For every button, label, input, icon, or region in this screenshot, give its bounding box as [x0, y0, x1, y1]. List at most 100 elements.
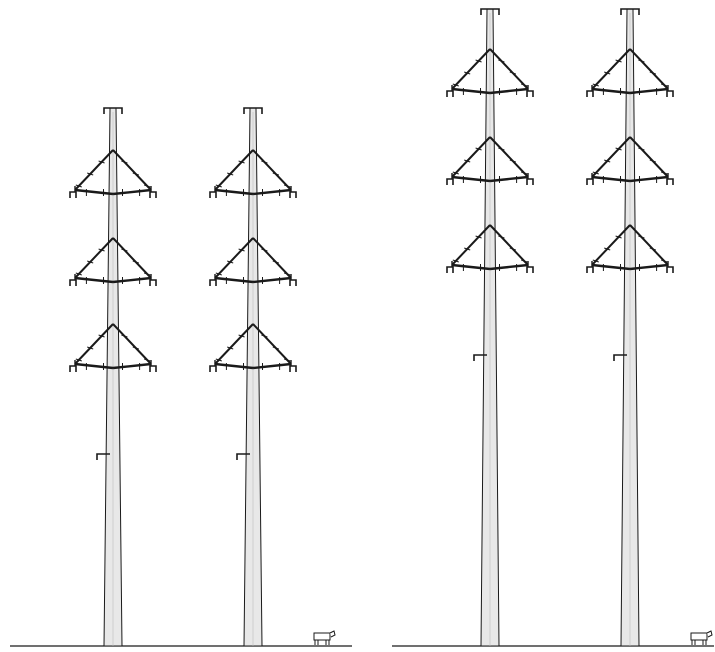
cow-icon [313, 630, 336, 645]
brace-tick [87, 346, 94, 350]
cross-arm-left [586, 136, 631, 185]
brace-tick [464, 159, 471, 163]
brace-tick [521, 83, 528, 87]
ground-wire-bracket [620, 8, 640, 15]
arm-brace [252, 323, 292, 365]
arm-brace [489, 224, 529, 266]
arm-beam [112, 188, 152, 196]
pole-right [586, 8, 674, 647]
brace-tick [521, 171, 528, 175]
conductor-clamp [289, 191, 297, 198]
panel-taller-pair [392, 8, 714, 647]
conductor-clamp [209, 365, 217, 372]
arm-brace [252, 237, 292, 279]
brace-tick [284, 184, 291, 188]
brace-tick [509, 71, 516, 75]
arm-beam [252, 276, 292, 284]
panel-shorter-pair [10, 107, 352, 647]
brace-tick [132, 346, 139, 350]
brace-tick [592, 171, 599, 175]
brace-tick [284, 358, 291, 362]
brace-tick [132, 172, 139, 176]
brace-tick [475, 59, 482, 63]
brace-tick [75, 358, 82, 362]
arm-brace [112, 149, 152, 191]
arm-brace [252, 149, 292, 191]
arm-beam [489, 263, 529, 271]
brace-tick [132, 260, 139, 264]
conductor-clamp [526, 178, 534, 185]
arm-beam [629, 87, 669, 95]
lower-bracket [236, 453, 250, 460]
arm-beam [451, 175, 491, 183]
conductor-clamp [289, 279, 297, 286]
brace-tick [144, 358, 151, 362]
cross-arm-left [446, 48, 491, 97]
cross-arm-left [586, 48, 631, 97]
arm-brace [451, 48, 491, 90]
arm-brace [489, 136, 529, 178]
brace-tick [121, 334, 128, 338]
arm-beam [112, 276, 152, 284]
brace-tick [475, 235, 482, 239]
arm-brace [489, 48, 529, 90]
arm-brace [591, 48, 631, 90]
arm-brace [591, 136, 631, 178]
lower-bracket [613, 354, 627, 361]
conductor-clamp [526, 90, 534, 97]
conductor-clamp [69, 365, 77, 372]
cross-arm-right [112, 149, 157, 198]
brace-tick [661, 171, 668, 175]
cross-arm-right [489, 136, 534, 185]
ground-wire-bracket [103, 107, 123, 114]
brace-tick [615, 147, 622, 151]
cross-arm-right [112, 323, 157, 372]
cross-arm-right [252, 237, 297, 286]
arm-beam [74, 276, 114, 284]
arm-brace [214, 323, 254, 365]
brace-tick [604, 159, 611, 163]
arm-brace [629, 136, 669, 178]
brace-tick [638, 59, 645, 63]
cross-arm-right [489, 224, 534, 273]
conductor-clamp [149, 279, 157, 286]
arm-beam [451, 263, 491, 271]
conductor-clamp [446, 178, 454, 185]
conductor-clamp [446, 266, 454, 273]
brace-tick [509, 159, 516, 163]
brace-tick [521, 259, 528, 263]
cross-arm-left [446, 136, 491, 185]
arm-beam [591, 87, 631, 95]
brace-tick [592, 259, 599, 263]
brace-tick [452, 83, 459, 87]
cross-arm-left [69, 323, 114, 372]
brace-tick [121, 160, 128, 164]
arm-beam [252, 362, 292, 370]
brace-tick [227, 260, 234, 264]
brace-tick [75, 184, 82, 188]
brace-tick [121, 248, 128, 252]
brace-tick [272, 172, 279, 176]
brace-tick [215, 358, 222, 362]
brace-tick [661, 259, 668, 263]
arm-brace [74, 237, 114, 279]
brace-tick [98, 160, 105, 164]
brace-tick [604, 247, 611, 251]
arm-brace [112, 237, 152, 279]
arm-beam [252, 188, 292, 196]
conductor-clamp [149, 365, 157, 372]
arm-beam [451, 87, 491, 95]
ground-wire-bracket [480, 8, 500, 15]
arm-brace [451, 224, 491, 266]
cow-head [706, 630, 713, 638]
arm-beam [591, 263, 631, 271]
conductor-clamp [69, 279, 77, 286]
lower-bracket [96, 453, 110, 460]
cow-shape [313, 630, 336, 645]
cross-arm-right [489, 48, 534, 97]
brace-tick [452, 259, 459, 263]
conductor-clamp [289, 365, 297, 372]
cross-arm-right [252, 323, 297, 372]
cow-head [329, 630, 336, 638]
